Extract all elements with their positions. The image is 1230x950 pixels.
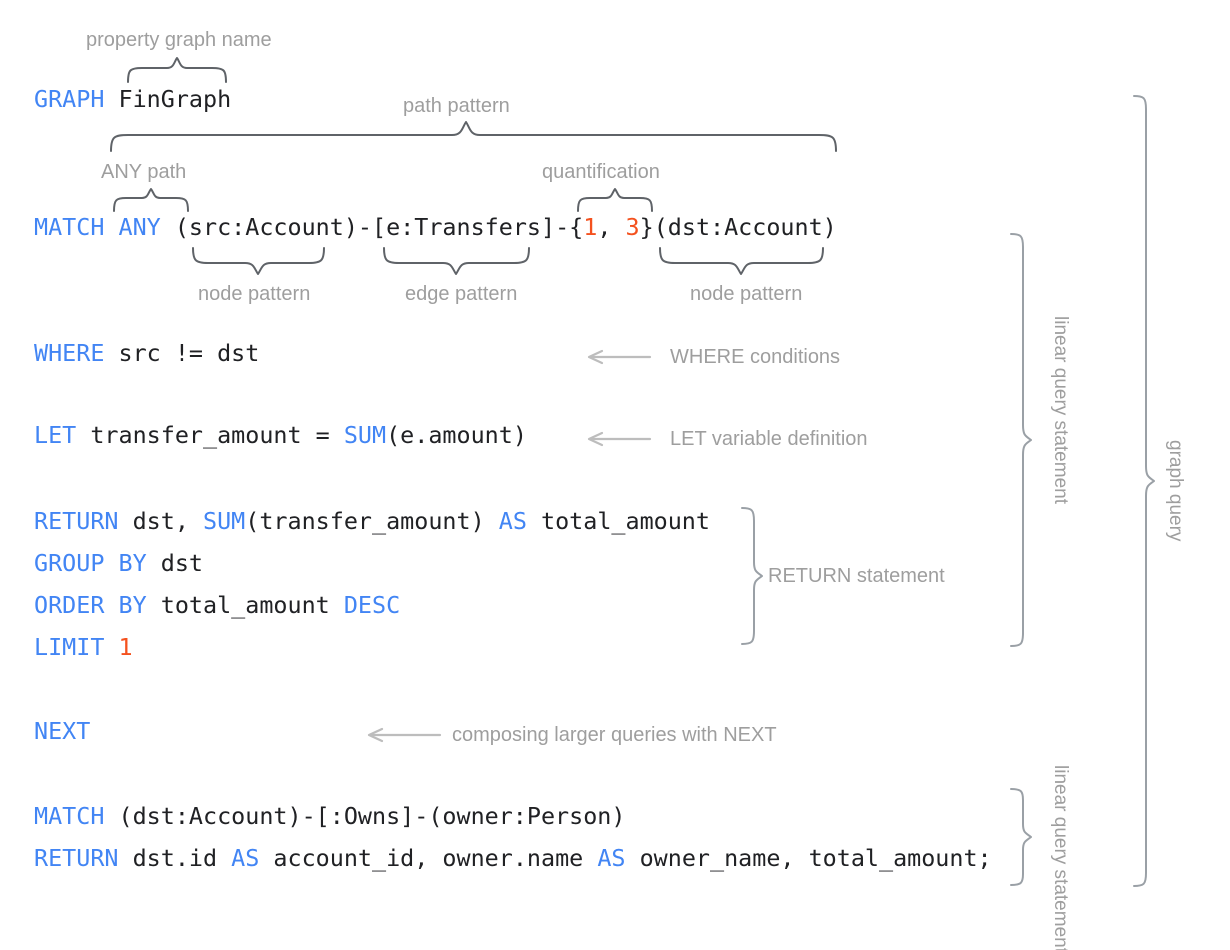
label-linear-query-statement-1: linear query statement — [1050, 316, 1071, 504]
code-line-return: RETURN dst, SUM(transfer_amount) AS tota… — [34, 507, 710, 535]
label-node-pattern-left: node pattern — [198, 283, 311, 305]
code-line-return-2: RETURN dst.id AS account_id, owner.name … — [34, 844, 992, 872]
code-token — [104, 213, 118, 241]
code-token: WHERE — [34, 339, 105, 367]
code-token — [104, 633, 118, 661]
code-line-limit: LIMIT 1 — [34, 633, 133, 661]
code-token: SUM — [343, 421, 387, 449]
code-line-match-2: MATCH (dst:Account)-[:Owns]-(owner:Perso… — [34, 802, 626, 830]
brace-any-path — [113, 188, 189, 212]
code-token: SUM — [203, 507, 246, 535]
code-line-let: LET transfer_amount = SUM(e.amount) — [34, 421, 527, 449]
code-token: , — [597, 213, 626, 241]
label-edge-pattern: edge pattern — [405, 283, 518, 305]
code-token: GRAPH — [34, 85, 105, 113]
code-line-next: NEXT — [34, 717, 91, 745]
brace-edge-pattern — [383, 247, 530, 275]
label-any-path: ANY path — [101, 161, 187, 183]
brace-graph-query — [1133, 95, 1155, 887]
code-token: ORDER BY — [34, 591, 147, 619]
code-token: 3 — [625, 213, 640, 241]
code-token: 1 — [118, 633, 133, 661]
code-token: owner_name, total_amount; — [625, 844, 992, 872]
code-token: AS — [231, 844, 260, 872]
code-token: MATCH — [34, 802, 105, 830]
code-token: NEXT — [34, 717, 91, 745]
code-line-graph: GRAPH FinGraph — [34, 85, 232, 113]
code-token: MATCH — [34, 213, 105, 241]
code-token: DESC — [343, 591, 401, 619]
label-return-statement: RETURN statement — [768, 565, 945, 587]
code-token: dst, — [118, 507, 203, 535]
code-token: src != dst — [104, 339, 260, 367]
label-graph-query: graph query — [1165, 440, 1186, 542]
code-token: GROUP BY — [34, 549, 147, 577]
code-token: (e.amount) — [386, 421, 527, 449]
label-composing-next: composing larger queries with NEXT — [452, 724, 777, 746]
label-where-conditions: WHERE conditions — [670, 346, 841, 368]
code-token: (src:Account)-[e:Transfers]-{ — [160, 213, 584, 241]
code-token: (transfer_amount) — [245, 507, 499, 535]
code-token: AS — [498, 507, 527, 535]
code-token: total_amount — [526, 507, 710, 535]
code-token: (dst:Account)-[:Owns]-(owner:Person) — [104, 802, 626, 830]
code-token: AS — [597, 844, 626, 872]
code-line-order-by: ORDER BY total_amount DESC — [34, 591, 401, 619]
code-token: dst.id — [118, 844, 232, 872]
brace-path-pattern — [110, 121, 837, 152]
code-token: 1 — [583, 213, 598, 241]
label-property-graph-name: property graph name — [86, 29, 272, 51]
code-token: LET — [34, 421, 77, 449]
code-token: RETURN — [34, 507, 119, 535]
brace-linear-query-statement-1 — [1010, 233, 1032, 647]
code-token: total_amount — [146, 591, 344, 619]
code-token: FinGraph — [104, 85, 232, 113]
code-line-match: MATCH ANY (src:Account)-[e:Transfers]-{1… — [34, 213, 837, 241]
label-quantification: quantification — [542, 161, 660, 183]
arrow-where-conditions — [587, 349, 652, 365]
code-token: }(dst:Account) — [639, 213, 837, 241]
code-token: LIMIT — [34, 633, 105, 661]
code-token: dst — [146, 549, 204, 577]
arrow-composing-next — [367, 727, 442, 743]
label-node-pattern-right: node pattern — [690, 283, 803, 305]
code-token: ANY — [118, 213, 161, 241]
code-line-group-by: GROUP BY dst — [34, 549, 204, 577]
arrow-let-variable-definition — [587, 431, 652, 447]
brace-return-statement — [741, 507, 763, 645]
brace-linear-query-statement-2 — [1010, 788, 1032, 886]
brace-quantification — [577, 188, 653, 212]
code-line-where: WHERE src != dst — [34, 339, 260, 367]
brace-node-pattern-right — [659, 247, 824, 275]
code-token: RETURN — [34, 844, 119, 872]
label-let-variable-definition: LET variable definition — [670, 428, 868, 450]
code-token: account_id, owner.name — [259, 844, 598, 872]
label-linear-query-statement-2: linear query statement — [1050, 765, 1071, 950]
brace-node-pattern-left — [192, 247, 325, 275]
code-token: transfer_amount = — [76, 421, 344, 449]
label-path-pattern: path pattern — [403, 95, 510, 117]
brace-property-graph-name — [127, 57, 227, 83]
